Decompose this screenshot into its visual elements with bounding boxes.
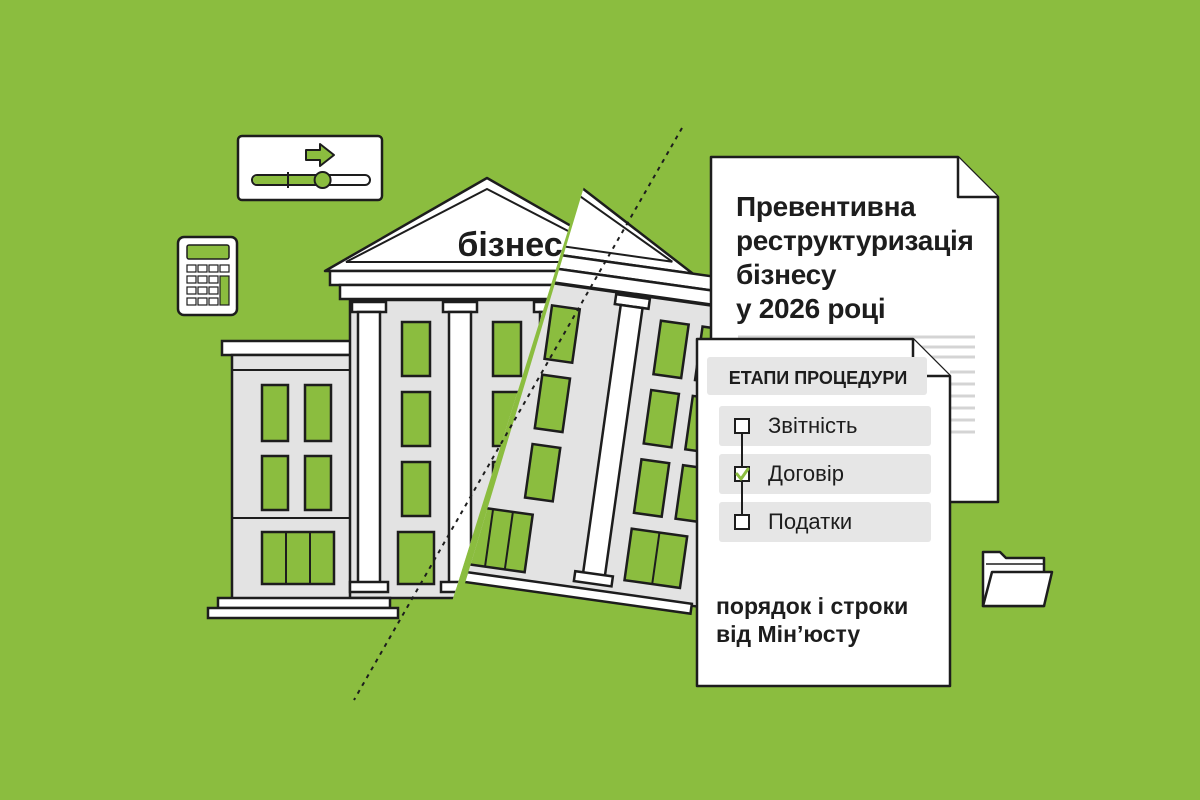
checklist-page: [695, 337, 952, 688]
checklist-item-label: Договір: [768, 461, 844, 486]
document-title-line: бізнесу: [736, 259, 837, 290]
checklist-item-label: Податки: [768, 509, 853, 534]
arrow-right-icon: [305, 143, 335, 167]
checkbox-3[interactable]: [734, 514, 750, 530]
checklist-footer-line: від Мін’юсту: [716, 621, 861, 647]
document-title-line: Превентивна: [736, 191, 916, 222]
calculator-icon: [176, 235, 239, 317]
checkbox-1[interactable]: [734, 418, 750, 434]
document-title: Превентивна реструктуризація бізнесу у 2…: [736, 190, 981, 326]
progress-slider-icon: [236, 134, 384, 202]
check-mark-icon: [735, 467, 750, 481]
split-line: [353, 127, 683, 701]
checklist-item-label: Звітність: [768, 413, 858, 438]
checklist-footer-line: порядок і строки: [716, 593, 909, 619]
checklist-heading: ЕТАПИ ПРОЦЕДУРИ: [728, 368, 908, 388]
document-title-line: реструктуризація: [736, 225, 974, 256]
document-title-line: у 2026 році: [736, 293, 886, 324]
building-label: бізнес: [457, 226, 563, 264]
checklist-footer: порядок і строки від Мін’юсту: [716, 592, 936, 648]
folder-icon: [981, 550, 1054, 608]
checkbox-2[interactable]: [734, 466, 750, 482]
